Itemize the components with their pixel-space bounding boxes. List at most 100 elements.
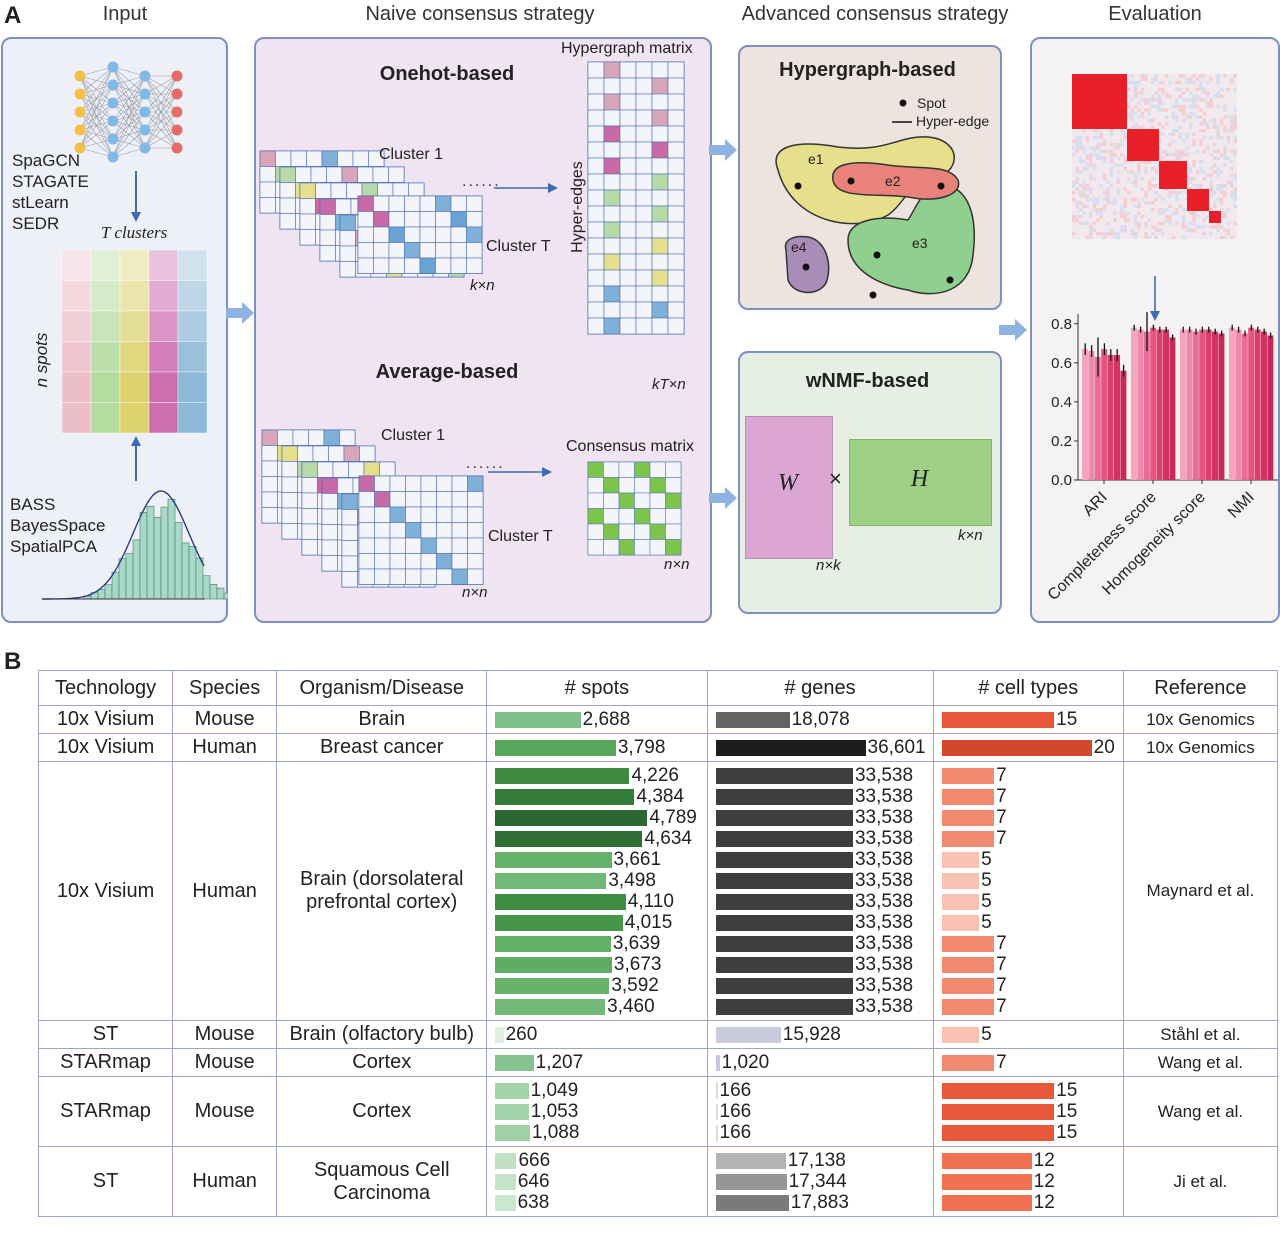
- matrix-cell: [466, 195, 483, 212]
- matrix-cell: [321, 150, 338, 167]
- neuron-node: [171, 88, 183, 100]
- heatmap-cell: [1182, 139, 1186, 143]
- heatmap-cell: [1202, 177, 1207, 181]
- value-bar: [715, 830, 853, 847]
- heatmap-cell: [1154, 166, 1158, 171]
- bar-row: 3,498: [495, 870, 706, 891]
- metric-bar: [1180, 329, 1186, 480]
- matrix-cell: [373, 226, 390, 243]
- value-label: 4,015: [624, 911, 673, 933]
- cluster-cell: [177, 341, 208, 373]
- heatmap-cell: [1078, 208, 1083, 212]
- heatmap-cell: [1092, 177, 1097, 181]
- heatmap-cell: [1178, 104, 1182, 109]
- matrix-cell: [587, 125, 605, 143]
- heatmap-cell: [1099, 132, 1103, 136]
- reference-cell: Maynard et al.: [1122, 761, 1279, 1021]
- heatmap-cell: [1154, 98, 1158, 102]
- matrix-cell: [357, 226, 374, 243]
- heatmap-cell: [1147, 180, 1152, 184]
- heatmap-cell: [1144, 235, 1148, 239]
- matrix-cell: [337, 477, 354, 494]
- matrix-cell: [619, 317, 637, 335]
- heatmap-cell: [1192, 80, 1196, 85]
- value-label: 12: [1033, 1149, 1055, 1171]
- bar-row: 7: [941, 996, 1123, 1017]
- heatmap-cell: [1178, 87, 1182, 92]
- heatmap-cell: [1137, 204, 1141, 209]
- heatmap-cell: [1164, 218, 1169, 222]
- value-label: 15: [1056, 708, 1078, 730]
- heatmap-cell: [1219, 170, 1224, 174]
- matrix-cell: [619, 301, 637, 319]
- heatmap-cell: [1219, 118, 1224, 123]
- heatmap-cell: [1130, 98, 1134, 102]
- value-bar: [715, 977, 853, 994]
- matrix-cell: [587, 189, 605, 207]
- matrix-cell: [358, 506, 375, 523]
- heatmap-cell: [1102, 190, 1107, 195]
- matrix-cell: [389, 475, 406, 492]
- value-label: 33,538: [854, 890, 914, 912]
- matrix-cell: [419, 195, 436, 212]
- matrix-cell: [587, 93, 605, 111]
- heatmap-cell: [1157, 211, 1162, 215]
- matrix-cell: [301, 492, 318, 509]
- average-cluster-matrices: [261, 429, 484, 588]
- heatmap-block: [1159, 161, 1187, 189]
- value-label: 12: [1033, 1170, 1055, 1192]
- matrix-cell: [335, 198, 352, 215]
- matrix-cell: [603, 492, 620, 509]
- matrix-cell: [374, 506, 391, 523]
- matrix-cell: [603, 109, 621, 127]
- matrix-cell: [651, 221, 669, 239]
- matrix-cell: [665, 492, 682, 509]
- h-label: H: [910, 466, 929, 492]
- heatmap-cell: [1099, 214, 1103, 219]
- matrix-cell: [635, 157, 653, 175]
- matrix-cell: [312, 445, 329, 462]
- heatmap-cell: [1082, 194, 1086, 198]
- matrix-cell: [667, 173, 685, 191]
- neuron-node: [74, 70, 86, 82]
- spot-dot: [873, 251, 881, 259]
- bar-row: 15: [941, 708, 1123, 730]
- matrix-cell: [299, 213, 316, 230]
- matrix-cell: [467, 553, 484, 570]
- matrix-cell: [667, 285, 685, 303]
- heatmap-cell: [1216, 173, 1220, 178]
- heatmap-cell: [1082, 129, 1086, 133]
- matrix-cell: [649, 523, 666, 540]
- matrix-cell: [665, 539, 682, 556]
- heatmap-cell: [1072, 180, 1076, 184]
- heatmap-cell: [1085, 153, 1090, 157]
- histogram-bar: [174, 522, 183, 600]
- value-bar: [941, 956, 995, 973]
- matrix-cell: [301, 539, 318, 556]
- heatmap-cell: [1130, 228, 1134, 233]
- heatmap-cell: [1206, 146, 1210, 150]
- heatmap-cell: [1144, 170, 1148, 174]
- matrix-cell: [651, 93, 669, 111]
- heatmap-cell: [1144, 221, 1148, 226]
- matrix-cell: [450, 242, 467, 259]
- heatmap-cell: [1178, 132, 1182, 136]
- metric-bar: [1248, 327, 1255, 480]
- heatmap-cell: [1216, 125, 1220, 129]
- heatmap-cell: [1185, 173, 1189, 178]
- heatmap-cell: [1199, 166, 1203, 171]
- matrix-cell: [651, 317, 669, 335]
- matrix-cell: [665, 508, 682, 525]
- value-bar: [715, 711, 790, 728]
- arrow-right-icon: [548, 183, 558, 193]
- bar-row: 15,928: [715, 1024, 933, 1045]
- heatmap-cell: [1216, 135, 1220, 140]
- heatmap-cell: [1209, 101, 1213, 105]
- y-tick-label: 0.2: [1051, 433, 1072, 450]
- heatmap-cell: [1099, 156, 1103, 160]
- heatmap-cell: [1085, 135, 1090, 140]
- heatmap-cell: [1123, 187, 1127, 191]
- heatmap-cell: [1185, 225, 1189, 229]
- matrix-cell: [587, 61, 605, 79]
